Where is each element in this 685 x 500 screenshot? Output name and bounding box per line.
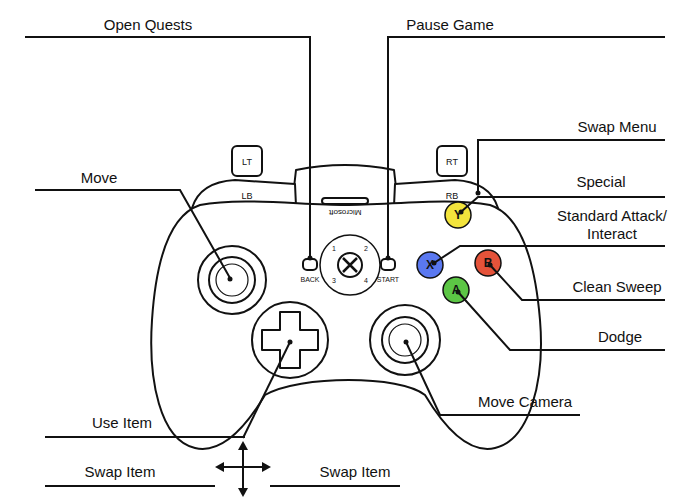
button-label: RB	[446, 191, 459, 202]
leader-line	[458, 292, 665, 350]
dpad-cross	[262, 312, 318, 368]
right-trigger	[437, 146, 467, 176]
arrow-head	[238, 441, 248, 450]
button-label: START	[377, 276, 399, 284]
face-buttons	[417, 202, 501, 303]
logo-plate	[322, 198, 368, 204]
button-letter: Y	[454, 208, 462, 222]
callout-label: Swap Item	[85, 463, 156, 481]
controller-shell	[151, 201, 541, 448]
left-stick-well	[198, 246, 266, 314]
callout-label: Clean Sweep	[572, 278, 661, 296]
arrow-head	[262, 462, 271, 472]
leader-line	[270, 485, 400, 487]
top-bump	[292, 165, 398, 205]
leader-line	[478, 140, 665, 192]
leader-line	[490, 265, 665, 300]
leader-dot	[476, 191, 481, 196]
leader-dot	[288, 340, 293, 345]
leader-line	[406, 342, 580, 415]
callout-label: Swap Item	[320, 463, 391, 481]
player-number: 3	[332, 277, 336, 285]
leader-line	[45, 436, 245, 438]
player-number: 2	[364, 245, 368, 253]
player-number: 4	[364, 277, 368, 285]
button-label: LB	[241, 191, 252, 202]
leader-line	[434, 246, 665, 263]
right-stick	[382, 317, 428, 363]
button-label: LT	[242, 157, 252, 168]
right-stick-well	[370, 305, 440, 375]
brand-text: Microsoft	[329, 207, 361, 217]
start-button	[381, 259, 395, 270]
callout-label: Pause Game	[406, 16, 494, 34]
button-letter: B	[484, 256, 493, 270]
callout-label: Open Quests	[104, 16, 192, 34]
direction-arrow	[242, 446, 244, 492]
leader-dot	[386, 256, 391, 261]
callout-label: Standard Attack/ Interact	[550, 207, 675, 243]
callout-label: Use Item	[92, 414, 152, 432]
leader-line	[45, 485, 215, 487]
left-trigger	[232, 146, 262, 176]
button-label: RT	[446, 157, 458, 168]
arrow-heads	[215, 191, 493, 498]
leader-lines	[25, 37, 665, 492]
leader-line	[35, 190, 230, 278]
leader-line	[243, 342, 290, 438]
leader-dot	[404, 340, 409, 345]
player-number: 1	[332, 245, 336, 253]
x-button	[417, 252, 443, 278]
leader-dot	[308, 256, 313, 261]
callout-label: Move	[81, 169, 118, 187]
direction-arrow	[220, 466, 266, 468]
back-button	[303, 259, 317, 270]
arrow-head	[238, 488, 248, 497]
callout-label: Dodge	[598, 328, 642, 346]
dpad-well	[252, 302, 328, 378]
guide-x-mark	[343, 258, 357, 272]
guide-ring	[320, 235, 380, 295]
right-stick-cap	[389, 324, 421, 356]
left-stick-cap	[216, 264, 248, 296]
left-stick	[209, 257, 255, 303]
callout-label: Move Camera	[478, 393, 572, 411]
leader-dot	[228, 277, 233, 282]
button-letter: A	[452, 283, 461, 297]
callout-label: Special	[576, 173, 625, 191]
callout-label: Swap Menu	[577, 118, 656, 136]
button-label: BACK	[300, 276, 319, 284]
arrow-head	[215, 462, 224, 472]
guide-button	[338, 253, 362, 277]
leader-line	[25, 37, 310, 257]
button-letter: X	[426, 258, 434, 272]
